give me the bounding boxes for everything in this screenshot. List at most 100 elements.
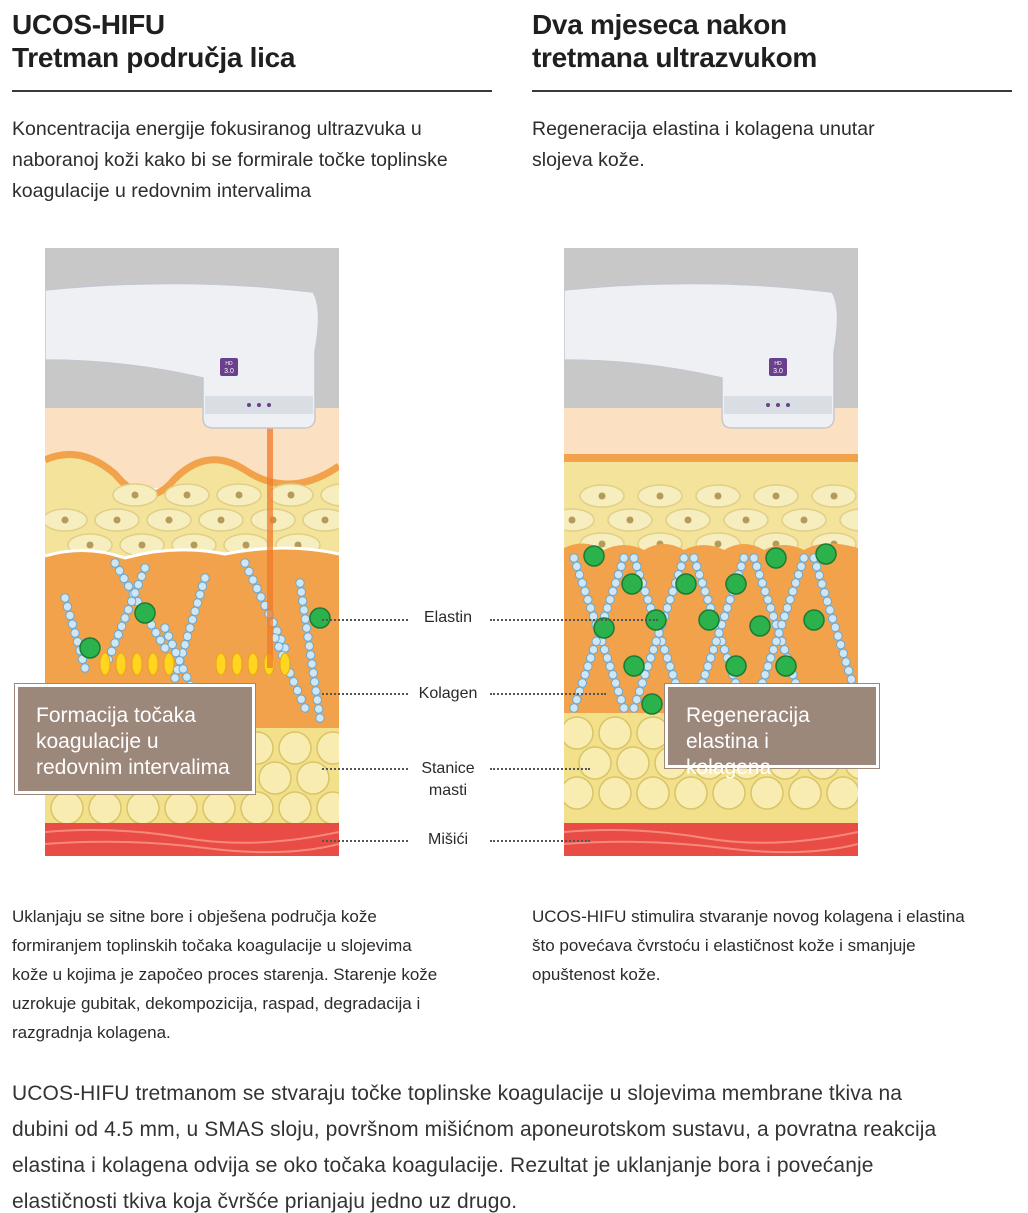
elastin-dot	[815, 543, 837, 565]
cell-nucleus	[656, 492, 664, 500]
collagen-bead	[136, 571, 147, 582]
cell-nucleus	[714, 540, 722, 548]
fat-cell	[202, 791, 236, 825]
collagen-bead	[779, 611, 790, 622]
collagen-bead	[629, 553, 639, 563]
footer-paragraph: UCOS-HIFU tretmanom se stvaraju točke to…	[12, 1076, 1012, 1213]
fat-cell	[616, 746, 650, 780]
collagen-bead	[126, 596, 137, 607]
collagen-bead	[167, 639, 177, 650]
hifu-device-icon: HD 3.0	[564, 282, 839, 429]
cell-nucleus	[113, 516, 121, 524]
right-caption-box: Regeneracija elastina i kolagena	[665, 684, 879, 779]
collagen-bead	[703, 661, 713, 672]
cell-nucleus	[626, 516, 634, 524]
right-box-line-2: elastina i kolagena	[686, 730, 772, 779]
elastin-dot	[725, 573, 747, 595]
collagen-bead	[569, 703, 579, 713]
collagen-bead	[651, 636, 661, 647]
elastin-dot	[79, 637, 101, 659]
collagen-bead	[574, 569, 585, 580]
collagen-bead	[65, 610, 75, 621]
collagen-bead	[123, 581, 134, 591]
collagen-bead	[185, 623, 195, 633]
collagen-bead	[114, 566, 125, 576]
collagen-bead	[763, 661, 773, 672]
dermis-border	[45, 546, 339, 560]
collagen-bead	[123, 604, 134, 615]
label-misici: Mišići	[428, 831, 468, 848]
collagen-bead	[174, 656, 185, 666]
right-title: Dva mjeseca nakon tretmana ultrazvukom	[532, 8, 817, 74]
right-title-line-1: Dva mjeseca nakon	[532, 9, 787, 40]
left-intro-line-3: koagulacije u redovnim intervalima	[12, 180, 312, 202]
cell-nucleus	[183, 491, 191, 499]
collagen-bead	[643, 594, 653, 605]
left-intro-line-2: naboranoj koži kako bi se formirale točk…	[12, 149, 448, 171]
collagen-bead	[580, 669, 590, 680]
collagen-bead	[197, 581, 208, 592]
right-desc-line-3: opuštenost kože.	[532, 965, 661, 984]
collagen-bead	[160, 623, 170, 633]
collagen-bead	[822, 596, 833, 607]
collagen-bead	[763, 594, 773, 605]
fat-cell	[712, 776, 746, 810]
left-title: UCOS-HIFU Tretman područja lica	[12, 8, 295, 74]
elastin-dot	[725, 655, 747, 677]
collagen-bead	[785, 594, 795, 605]
footer-line-2: dubini od 4.5 mm, u SMAS sloju, površnom…	[12, 1118, 937, 1141]
cell-nucleus	[235, 491, 243, 499]
collagen-bead	[296, 587, 307, 597]
collagen-bead	[577, 578, 588, 588]
collagen-bead	[760, 586, 770, 597]
collagen-bead	[725, 594, 735, 605]
collagen-bead	[662, 653, 673, 663]
cell-nucleus	[772, 492, 780, 500]
left-desc-line-2: formiranjem toplinskih točaka koagulacij…	[12, 936, 412, 955]
stanice-leader-right	[490, 768, 590, 770]
collagen-bead	[760, 669, 770, 680]
collagen-bead	[312, 695, 323, 705]
collagen-bead	[608, 586, 618, 597]
elastin-dot	[623, 655, 645, 677]
collagen-bead	[843, 665, 854, 676]
left-description: Uklanjaju se sitne bore i obješena podru…	[12, 902, 502, 1047]
collagen-bead	[244, 566, 254, 577]
collagen-bead	[610, 578, 621, 588]
left-box-line-2: koagulacije u	[36, 730, 159, 753]
skin-surface-line	[564, 454, 858, 462]
collagen-bead	[777, 619, 787, 630]
collagen-bead	[605, 594, 615, 605]
elastin-dot	[765, 547, 787, 569]
collagen-bead	[765, 603, 776, 613]
fat-cell	[598, 716, 632, 750]
coagulation-point	[131, 652, 143, 676]
collagen-bead	[739, 553, 749, 563]
collagen-bead	[788, 586, 798, 597]
collagen-bead	[668, 586, 678, 597]
fat-cell	[164, 791, 198, 825]
collagen-bead	[719, 644, 730, 655]
fat-cell	[126, 791, 160, 825]
collagen-bead	[308, 668, 319, 678]
elastin-leader-left	[322, 619, 408, 621]
collagen-bead	[668, 669, 678, 680]
collagen-bead	[113, 629, 124, 640]
collagen-bead	[790, 578, 801, 588]
right-intro: Regeneracija elastina i kolagena unutar …	[532, 114, 1012, 176]
collagen-bead	[782, 603, 793, 613]
cell-nucleus	[190, 541, 198, 549]
collagen-bead	[299, 605, 309, 615]
elastin-dots	[583, 543, 837, 715]
right-desc-line-1: UCOS-HIFU stimulira stvaranje novog kola…	[532, 907, 965, 926]
collagen-bead	[694, 569, 705, 580]
elastin-leader-right	[490, 619, 658, 621]
collagen-bead	[632, 561, 642, 572]
collagen-bead	[315, 713, 325, 723]
collagen-bead	[300, 614, 311, 624]
epidermal-cell	[839, 508, 858, 532]
collagen-bead	[588, 644, 599, 655]
left-desc-line-3: kože u kojima je započeo proces starenja…	[12, 965, 438, 984]
collagen-bead	[817, 579, 827, 589]
collagen-bead	[274, 642, 284, 652]
